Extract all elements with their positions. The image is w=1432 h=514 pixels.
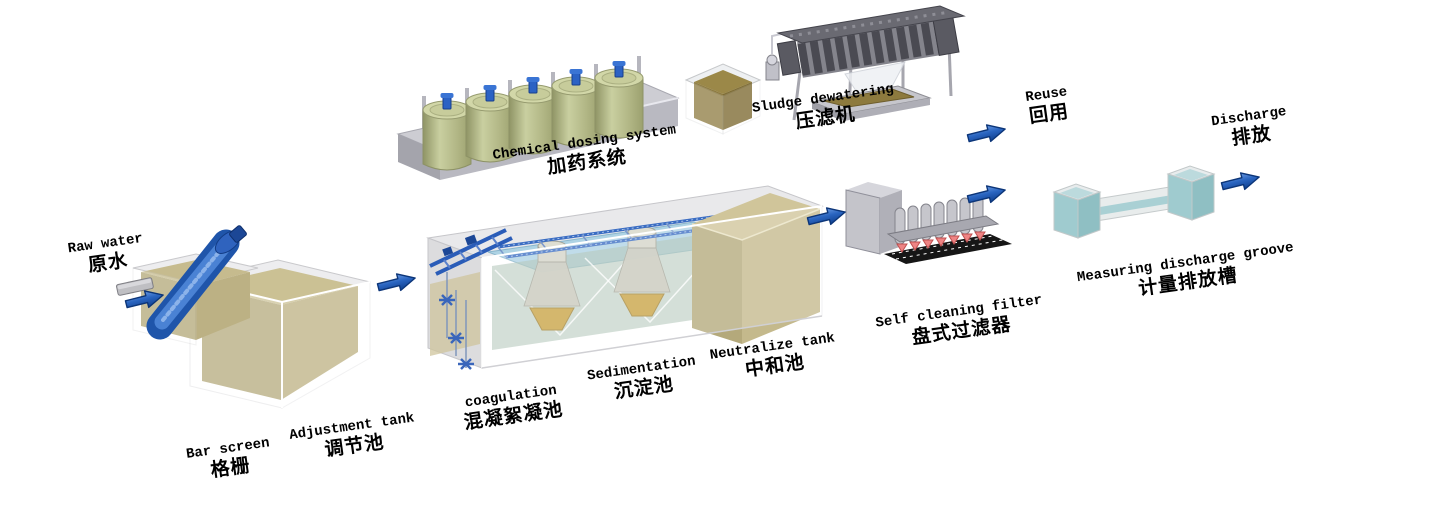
chemical-dosing-graphic (396, 56, 680, 180)
measuring-groove-graphic (1052, 165, 1216, 239)
dosing-tank (508, 77, 558, 155)
clarifier-cone (523, 240, 581, 331)
inclined-screen (146, 225, 247, 340)
inlet-pipe (116, 277, 154, 296)
sludge-dewatering-graphic (684, 5, 966, 135)
dosing-tank (465, 85, 515, 163)
filter-cabinet (845, 182, 902, 255)
dosing-tank (594, 61, 644, 139)
bar-screen-graphic (116, 225, 259, 346)
dosing-tanks (422, 61, 644, 171)
groove-right-cell (1166, 165, 1216, 221)
clarifier-cone (613, 226, 671, 317)
sludge-tray (810, 85, 932, 121)
self-cleaning-filter-graphic (845, 182, 1012, 264)
flow-arrow-icon (965, 181, 1008, 209)
filter-valves (896, 231, 986, 253)
sludge-tank (684, 63, 762, 135)
flow-arrow-icon (1219, 168, 1262, 196)
filter-press (776, 5, 966, 121)
dosing-tank (422, 93, 472, 171)
dosing-tank (551, 69, 601, 147)
groove-left-cell (1052, 183, 1102, 239)
walkway (429, 228, 513, 276)
flow-arrow-icon (965, 120, 1008, 148)
flow-arrow-icon (375, 269, 418, 297)
main-tank-graphic (426, 185, 824, 370)
coagulation-mixers (439, 272, 474, 370)
